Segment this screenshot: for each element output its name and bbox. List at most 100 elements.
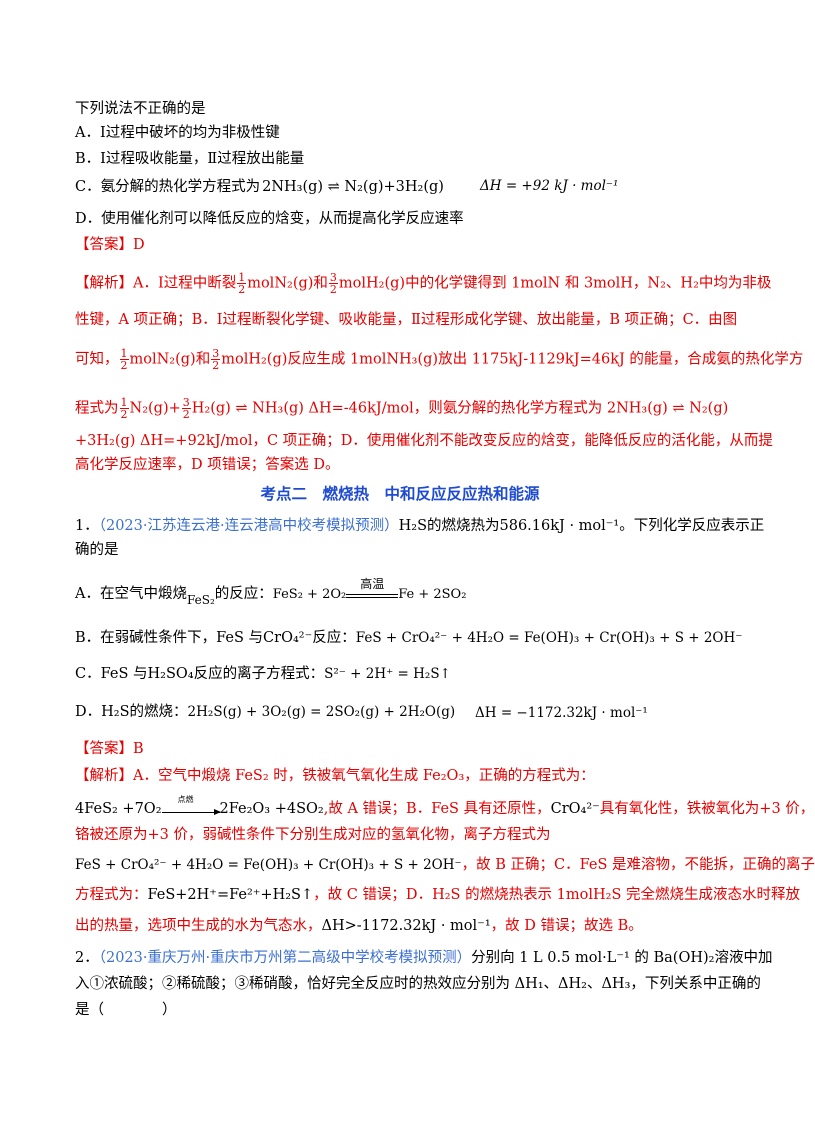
numerator: 3 — [181, 396, 191, 409]
denominator: 2 — [120, 359, 128, 372]
q1-exp-eq-left: 4FeS₂ +7O₂ — [75, 801, 162, 817]
q1-option-d: D．H₂S的燃烧：2H₂S(g) + 3O₂(g) = 2SO₂(g) + 2H… — [75, 703, 455, 721]
q1-explanation-line-1: 【解析】A．空气中煅烧 FeS₂ 时，铁被氧气氧化生成 Fe₂O₃，正确的方程式… — [75, 768, 595, 784]
q1-line-1: 1．（2023·江苏连云港·连云港高中校考模拟预测）H₂S的燃烧热为586.16… — [75, 517, 764, 535]
q1-answer: 【答案】B — [75, 741, 144, 757]
q1-a-condition: 高温 — [360, 577, 385, 591]
q1-a-formula: FeS₂ — [186, 593, 215, 607]
q1-line-2: 确的是 — [75, 542, 119, 558]
section-title: 考点二 燃烧热 中和反应反应热和能源 — [260, 485, 540, 503]
q1-d-enthalpy: ΔH = −1172.32kJ · mol⁻¹ — [475, 705, 648, 721]
denominator: 2 — [182, 408, 190, 421]
numerator: 1 — [237, 271, 247, 284]
q1-exp-eq-right: 2Fe₂O₃ +4SO₂ — [219, 801, 324, 817]
denominator: 2 — [238, 283, 246, 296]
q1-exp-text: 具有氧化性，铁被氧化为+3 价， — [599, 801, 815, 817]
question-intro: 下列说法不正确的是 — [75, 101, 206, 117]
q1-b-text: 反应： — [312, 630, 356, 646]
q1-option-b: B．在弱碱性条件下，FeS 与CrO₄²⁻反应：FeS + CrO₄²⁻ + 4… — [75, 629, 742, 647]
q1-exp-equation: FeS + CrO₄²⁻ + 4H₂O = Fe(OH)₃ + Cr(OH)₃ … — [75, 857, 462, 873]
q2-line-1: 2．（2023·重庆万州·重庆市万州第二高级中学校考模拟预测）分别向 1 L 0… — [75, 949, 772, 967]
exp-text: molN₂(g)和 — [247, 275, 328, 292]
answer-1: 【答案】D — [75, 237, 145, 253]
q1-explanation-line-5: 方程式为：FeS+2H⁺=Fe²⁺+H₂S↑，故 C 错误；D．H₂S 的燃烧热… — [75, 886, 800, 904]
exp-text: N₂(g)+ — [129, 400, 181, 417]
numerator: 3 — [211, 347, 221, 360]
q2-number: 2． — [75, 950, 99, 966]
q1-explanation-line-4: FeS + CrO₄²⁻ + 4H₂O = Fe(OH)₃ + Cr(OH)₃ … — [75, 856, 815, 874]
exp-text: 【解析】A．Ⅰ过程中断裂 — [75, 275, 237, 292]
q1-exp-text: ，故 D 错误；故选 B。 — [490, 918, 643, 934]
q1-a-text: A．在空气中煅烧 — [75, 586, 187, 602]
q1-exp-text: ，故 B 正确；C．FeS 是难溶物，不能拆，正确的离子 — [461, 857, 815, 873]
q1-exp-condition-arrow: 点燃 — [161, 795, 221, 815]
q1-stem: H₂S的燃烧热为586.16kJ · mol⁻¹。下列化学反应表示正 — [398, 518, 765, 534]
q1-a-eq-right: Fe + 2SO₂ — [398, 587, 467, 602]
q1-c-acid: H₂SO₄ — [147, 666, 194, 682]
q1-c-equation: S²⁻ + 2H⁺ = H₂S↑ — [324, 666, 451, 682]
exp-text: H₂(g) ⇌ NH₃(g) ΔH=-46kJ/mol，则氨分解的热化学方程式为… — [191, 400, 729, 417]
option-c-enthalpy: ΔH = +92 kJ · mol⁻¹ — [480, 178, 619, 194]
option-c-text: C．氨分解的热化学方程式为 — [75, 179, 261, 195]
q1-a-condition-arrow: 高温 — [346, 577, 399, 598]
q1-explanation-line-3: 铬被还原为+3 价，弱碱性条件下分别生成对应的氢氧化物，离子方程式为 — [75, 827, 551, 843]
option-c-equation: 2NH₃(g) ⇌ N₂(g)+3H₂(g) — [262, 179, 444, 195]
q1-option-a: A．在空气中煅烧FeS₂的反应：FeS₂ + 2O₂ 高温 Fe + 2SO₂ — [75, 577, 467, 607]
q1-exp-condition: 点燃 — [177, 795, 194, 804]
q1-c-text: 反应的离子方程式： — [193, 666, 325, 682]
explanation-1-line-6: 高化学反应速率，D 项错误；答案选 D。 — [75, 457, 340, 473]
q1-exp-text: 方程式为： — [75, 887, 148, 903]
q1-d-equation: 2H₂S(g) + 3O₂(g) = 2SO₂(g) + 2H₂O(g) — [187, 704, 456, 720]
q1-number: 1． — [75, 518, 99, 534]
option-b: B．Ⅰ过程吸收能量，Ⅱ过程放出能量 — [75, 151, 305, 167]
q1-explanation-line-2: 4FeS₂ +7O₂ 点燃 2Fe₂O₃ +4SO₂,故 A 错误；B．FeS 具有… — [75, 795, 815, 818]
q1-d-formula: H₂S — [101, 704, 130, 720]
q1-d-text: D． — [75, 704, 102, 720]
q2-line-2: 入①浓硫酸；②稀硫酸；③稀硝酸，恰好完全反应时的热效应分别为 ΔH₁、ΔH₂、Δ… — [75, 976, 761, 992]
numerator: 1 — [119, 396, 129, 409]
q2-stem: 分别向 1 L 0.5 mol·L⁻¹ 的 Ba(OH)₂溶液中加 — [471, 950, 773, 966]
q2-source: （2023·重庆万州·重庆市万州第二高级中学校考模拟预测） — [98, 950, 472, 966]
explanation-1-line-2: 性键，A 项正确；B．Ⅰ过程断裂化学键、吸收能量，Ⅱ过程形成化学键、放出能量，B… — [75, 312, 738, 328]
option-d: D．使用催化剂可以降低反应的焓变，从而提高化学反应速率 — [75, 211, 464, 227]
exp-text: 程式为 — [75, 400, 119, 417]
q1-b-text: B．在弱碱性条件下，FeS 与 — [75, 630, 264, 646]
q1-exp-text: ,故 A 错误；B．FeS 具有还原性， — [323, 801, 551, 817]
q2-line-3: 是（ ） — [75, 1002, 177, 1018]
exp-text: 可知， — [75, 351, 119, 368]
q1-source: （2023·江苏连云港·连云港高中校考模拟预测） — [98, 518, 399, 534]
q1-explanation-line-6: 出的热量，选项中生成的水为气态水，ΔH>-1172.32kJ · mol⁻¹，故… — [75, 917, 643, 935]
q1-exp-ion: CrO₄²⁻ — [550, 801, 600, 817]
exp-text: molH₂(g)中的化学键得到 1molN 和 3molH，N₂、H₂中均为非极 — [338, 275, 772, 292]
denominator: 2 — [212, 359, 220, 372]
q1-a-eq-left: FeS₂ + 2O₂ — [272, 587, 347, 602]
q1-exp-ionic-equation: FeS+2H⁺=Fe²⁺+H₂S↑ — [147, 887, 314, 903]
q1-c-text: C．FeS 与 — [75, 666, 148, 682]
numerator: 3 — [328, 271, 338, 284]
q1-exp-enthalpy: ΔH>-1172.32kJ · mol⁻¹ — [321, 918, 491, 934]
q1-option-c: C．FeS 与H₂SO₄反应的离子方程式：S²⁻ + 2H⁺ = H₂S↑ — [75, 665, 451, 683]
explanation-1-line-5: +3H₂(g) ΔH=+92kJ/mol，C 项正确；D．使用催化剂不能改变反应… — [75, 433, 773, 449]
exp-text: molN₂(g)和 — [129, 351, 211, 368]
exp-text: molH₂(g)反应生成 1molNH₃(g)放出 1175kJ-1129kJ=… — [221, 351, 804, 368]
denominator: 2 — [329, 283, 337, 296]
q1-exp-text: ，故 C 错误；D．H₂S 的燃烧热表示 1molH₂S 完全燃烧生成液态水时释… — [313, 887, 801, 903]
q1-exp-text: 出的热量，选项中生成的水为气态水， — [75, 918, 322, 934]
numerator: 1 — [119, 347, 129, 360]
q1-d-text: 的燃烧： — [129, 704, 188, 720]
q1-b-equation: FeS + CrO₄²⁻ + 4H₂O = Fe(OH)₃ + Cr(OH)₃ … — [355, 630, 743, 646]
denominator: 2 — [120, 408, 128, 421]
q1-b-ion: CrO₄²⁻ — [263, 630, 313, 646]
q1-a-text: 的反应： — [214, 586, 273, 602]
option-a: A．Ⅰ过程中破坏的均为非极性键 — [75, 125, 280, 141]
